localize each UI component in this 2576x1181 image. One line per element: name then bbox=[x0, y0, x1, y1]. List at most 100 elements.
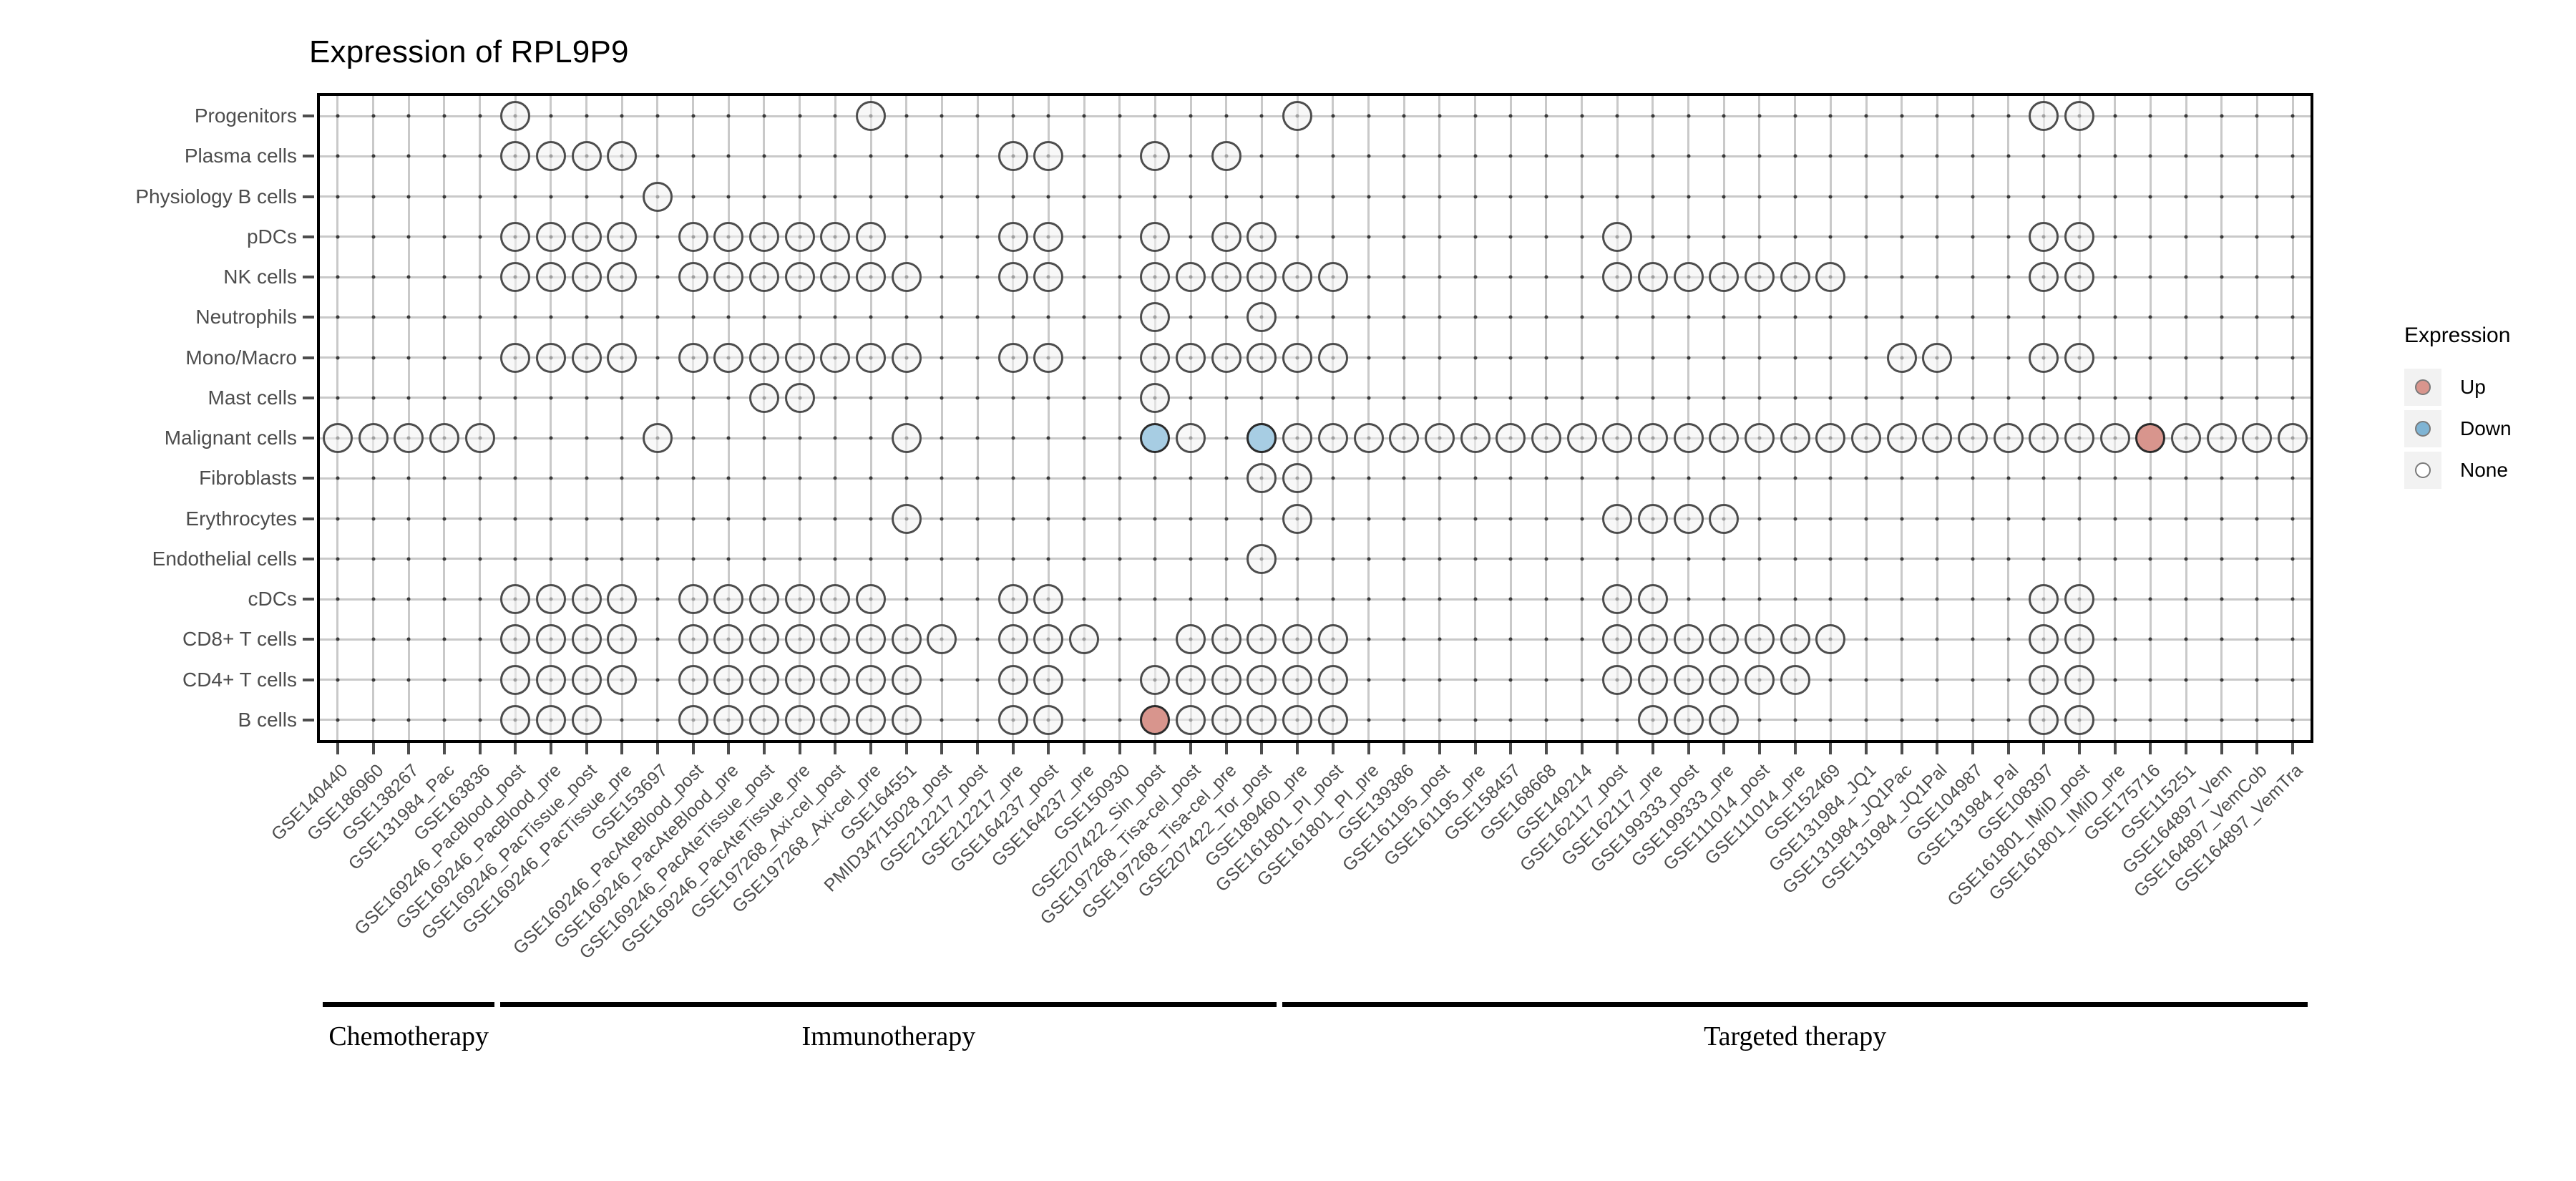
expression-dot[interactable] bbox=[997, 624, 1028, 655]
expression-dot[interactable] bbox=[1246, 704, 1277, 735]
expression-dot[interactable] bbox=[1566, 423, 1597, 454]
expression-dot[interactable] bbox=[1673, 423, 1704, 454]
expression-dot[interactable] bbox=[997, 584, 1028, 615]
expression-dot[interactable] bbox=[784, 624, 815, 655]
expression-dot[interactable] bbox=[1176, 262, 1206, 293]
expression-dot[interactable] bbox=[607, 262, 638, 293]
expression-dot[interactable] bbox=[500, 342, 531, 373]
expression-dot[interactable] bbox=[1637, 704, 1668, 735]
expression-dot[interactable] bbox=[856, 704, 887, 735]
expression-dot[interactable] bbox=[1317, 624, 1348, 655]
expression-dot[interactable] bbox=[1744, 262, 1775, 293]
legend-item-down[interactable]: Down bbox=[2404, 408, 2569, 449]
expression-dot[interactable] bbox=[713, 664, 744, 695]
expression-dot[interactable] bbox=[1602, 221, 1633, 252]
expression-dot[interactable] bbox=[748, 262, 779, 293]
expression-dot[interactable] bbox=[1637, 503, 1668, 534]
expression-dot[interactable] bbox=[535, 141, 566, 172]
expression-dot[interactable] bbox=[1709, 704, 1740, 735]
expression-dot[interactable] bbox=[1958, 423, 1989, 454]
expression-dot[interactable] bbox=[535, 704, 566, 735]
expression-dot[interactable] bbox=[1317, 262, 1348, 293]
expression-dot[interactable] bbox=[1140, 302, 1171, 333]
expression-dot[interactable] bbox=[2029, 624, 2059, 655]
expression-dot[interactable] bbox=[2029, 584, 2059, 615]
expression-dot[interactable] bbox=[1282, 704, 1313, 735]
expression-dot[interactable] bbox=[713, 624, 744, 655]
expression-dot[interactable] bbox=[1389, 423, 1420, 454]
expression-dot[interactable] bbox=[891, 624, 922, 655]
expression-dot[interactable] bbox=[1211, 262, 1241, 293]
expression-dot[interactable] bbox=[748, 664, 779, 695]
expression-dot[interactable] bbox=[2135, 423, 2166, 454]
expression-dot[interactable] bbox=[1496, 423, 1526, 454]
expression-dot[interactable] bbox=[1140, 664, 1171, 695]
expression-dot[interactable] bbox=[820, 221, 851, 252]
expression-dot[interactable] bbox=[1886, 342, 1917, 373]
expression-dot[interactable] bbox=[1531, 423, 1561, 454]
expression-dot[interactable] bbox=[997, 704, 1028, 735]
expression-dot[interactable] bbox=[748, 342, 779, 373]
expression-dot[interactable] bbox=[394, 423, 424, 454]
expression-dot[interactable] bbox=[997, 664, 1028, 695]
expression-dot[interactable] bbox=[1140, 382, 1171, 413]
expression-dot[interactable] bbox=[2242, 423, 2273, 454]
expression-dot[interactable] bbox=[713, 262, 744, 293]
expression-dot[interactable] bbox=[1780, 262, 1810, 293]
expression-dot[interactable] bbox=[1637, 262, 1668, 293]
expression-dot[interactable] bbox=[820, 262, 851, 293]
expression-dot[interactable] bbox=[642, 181, 673, 212]
expression-dot[interactable] bbox=[1246, 463, 1277, 494]
expression-dot[interactable] bbox=[2029, 664, 2059, 695]
expression-dot[interactable] bbox=[1922, 342, 1953, 373]
expression-dot[interactable] bbox=[891, 342, 922, 373]
expression-dot[interactable] bbox=[856, 101, 887, 132]
expression-dot[interactable] bbox=[1815, 262, 1846, 293]
expression-dot[interactable] bbox=[1637, 624, 1668, 655]
expression-dot[interactable] bbox=[2064, 423, 2095, 454]
expression-dot[interactable] bbox=[1602, 262, 1633, 293]
expression-dot[interactable] bbox=[1709, 664, 1740, 695]
expression-dot[interactable] bbox=[1140, 704, 1171, 735]
expression-dot[interactable] bbox=[500, 624, 531, 655]
expression-dot[interactable] bbox=[429, 423, 459, 454]
expression-dot[interactable] bbox=[891, 423, 922, 454]
expression-dot[interactable] bbox=[713, 221, 744, 252]
expression-dot[interactable] bbox=[1033, 221, 1064, 252]
expression-dot[interactable] bbox=[784, 584, 815, 615]
expression-dot[interactable] bbox=[2064, 221, 2095, 252]
expression-dot[interactable] bbox=[784, 221, 815, 252]
expression-dot[interactable] bbox=[891, 503, 922, 534]
expression-dot[interactable] bbox=[500, 221, 531, 252]
expression-dot[interactable] bbox=[997, 221, 1028, 252]
expression-dot[interactable] bbox=[678, 221, 708, 252]
expression-dot[interactable] bbox=[997, 262, 1028, 293]
expression-dot[interactable] bbox=[856, 664, 887, 695]
expression-dot[interactable] bbox=[1815, 423, 1846, 454]
expression-dot[interactable] bbox=[1140, 262, 1171, 293]
expression-dot[interactable] bbox=[1317, 704, 1348, 735]
expression-dot[interactable] bbox=[784, 342, 815, 373]
expression-dot[interactable] bbox=[1353, 423, 1384, 454]
expression-dot[interactable] bbox=[607, 221, 638, 252]
expression-dot[interactable] bbox=[2029, 423, 2059, 454]
expression-dot[interactable] bbox=[891, 704, 922, 735]
expression-dot[interactable] bbox=[1282, 342, 1313, 373]
expression-dot[interactable] bbox=[607, 584, 638, 615]
expression-dot[interactable] bbox=[535, 664, 566, 695]
expression-dot[interactable] bbox=[748, 221, 779, 252]
expression-dot[interactable] bbox=[997, 342, 1028, 373]
expression-dot[interactable] bbox=[1282, 423, 1313, 454]
expression-dot[interactable] bbox=[1033, 624, 1064, 655]
expression-dot[interactable] bbox=[322, 423, 353, 454]
expression-dot[interactable] bbox=[748, 704, 779, 735]
expression-dot[interactable] bbox=[1673, 262, 1704, 293]
expression-dot[interactable] bbox=[2029, 221, 2059, 252]
expression-dot[interactable] bbox=[1211, 342, 1241, 373]
expression-dot[interactable] bbox=[1282, 503, 1313, 534]
expression-dot[interactable] bbox=[748, 584, 779, 615]
expression-dot[interactable] bbox=[1176, 664, 1206, 695]
expression-dot[interactable] bbox=[784, 262, 815, 293]
expression-dot[interactable] bbox=[571, 584, 602, 615]
expression-dot[interactable] bbox=[678, 262, 708, 293]
